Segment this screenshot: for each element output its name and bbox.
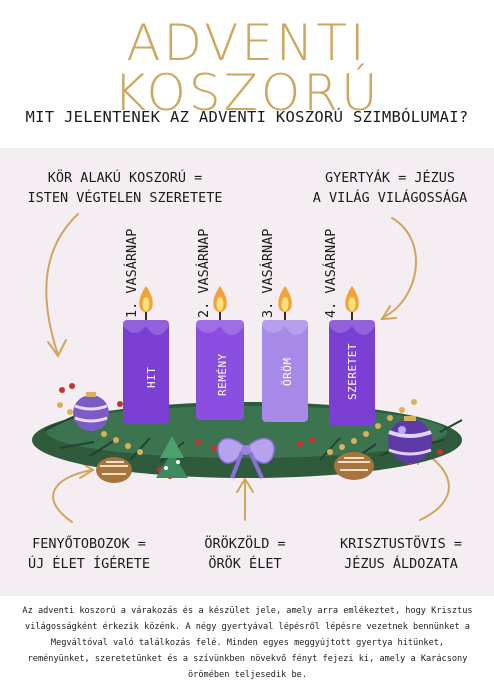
candle-1-sunday-label: 1. VASÁRNAP bbox=[124, 228, 140, 318]
candle-4-sunday-label: 4. VASÁRNAP bbox=[323, 228, 339, 318]
cones-meaning-line-2: ÚJ ÉLET ÍGÉRETE bbox=[28, 556, 150, 572]
page-title: ADVENTI KOSZORÚ bbox=[113, 14, 381, 122]
candle-1-drip bbox=[123, 320, 169, 335]
candles-meaning-line-1: GYERTYÁK = JÉZUS bbox=[324, 170, 456, 186]
candle-2-drip bbox=[196, 320, 244, 335]
evergreen-meaning-label: ÖRÖKZÖLD = ÖRÖK ÉLET bbox=[190, 534, 300, 574]
candle-3-word: ÖRÖM bbox=[281, 357, 294, 387]
candle-4-body bbox=[329, 320, 375, 426]
purple-ornament-right-icon bbox=[388, 416, 432, 463]
candle-2-body bbox=[196, 320, 244, 420]
evergreen-meaning-line-2: ÖRÖK ÉLET bbox=[208, 556, 282, 572]
candles-meaning-label: GYERTYÁK = JÉZUS A VILÁG VILÁGOSSÁGA bbox=[300, 168, 480, 208]
candle-4-flame-core bbox=[348, 297, 356, 311]
arrow-candles-icon bbox=[381, 217, 417, 319]
ornament-meaning-label: KRISZTUSTÖVIS = JÉZUS ÁLDOZATA bbox=[326, 534, 476, 574]
ornament-meaning-line-2: JÉZUS ÁLDOZATA bbox=[344, 556, 458, 572]
arrow-cones-icon bbox=[52, 469, 93, 523]
candle-3-icon bbox=[262, 286, 308, 422]
wreath-meaning-label: KÖR ALAKÚ KOSZORÚ = ISTEN VÉGTELEN SZERE… bbox=[20, 168, 230, 208]
candles-meaning-line-2: A VILÁG VILÁGOSSÁGA bbox=[312, 190, 468, 206]
candle-3-drip bbox=[262, 320, 308, 335]
candle-2-flame-core bbox=[216, 297, 224, 311]
candle-4-icon bbox=[329, 286, 375, 426]
candle-3-body bbox=[262, 320, 308, 422]
candle-1-flame-core bbox=[142, 297, 150, 311]
arrow-wreath-icon bbox=[45, 213, 79, 356]
candles-group bbox=[123, 286, 375, 426]
pine-cone-left-icon bbox=[96, 457, 132, 483]
purple-bow-icon bbox=[217, 437, 275, 479]
description-paragraph: Az adventi koszorú a várakozás és a kész… bbox=[22, 606, 473, 680]
wreath-meaning-line-1: KÖR ALAKÚ KOSZORÚ = bbox=[47, 170, 203, 186]
cones-meaning-line-1: FENYŐTOBOZOK = bbox=[32, 536, 146, 552]
cones-meaning-label: FENYŐTOBOZOK = ÚJ ÉLET ÍGÉRETE bbox=[14, 534, 164, 574]
wreath-meaning-line-2: ISTEN VÉGTELEN SZERETETE bbox=[27, 190, 223, 206]
small-tree-icon bbox=[156, 436, 188, 478]
candle-3-sunday-label: 3. VASÁRNAP bbox=[260, 228, 276, 318]
candle-2-word: REMÉNY bbox=[216, 353, 229, 396]
candle-1-body bbox=[123, 320, 169, 424]
candle-2-sunday-label: 2. VASÁRNAP bbox=[196, 228, 212, 318]
candle-1-word: HIT bbox=[145, 366, 158, 388]
purple-ornament-left-icon bbox=[73, 392, 109, 431]
candle-1-icon bbox=[123, 286, 169, 424]
candle-4-word: SZERETET bbox=[346, 343, 359, 400]
candle-2-icon bbox=[196, 286, 244, 420]
evergreen-meaning-line-1: ÖRÖKZÖLD = bbox=[204, 536, 286, 552]
candle-4-drip bbox=[329, 320, 375, 335]
background-band bbox=[0, 148, 494, 596]
ornament-meaning-line-1: KRISZTUSTÖVIS = bbox=[340, 536, 462, 552]
candle-3-flame-core bbox=[281, 297, 289, 311]
page-subtitle: MIT JELENTENEK AZ ADVENTI KOSZORÚ SZIMBÓ… bbox=[25, 108, 469, 126]
pine-cone-right-icon bbox=[334, 452, 374, 480]
